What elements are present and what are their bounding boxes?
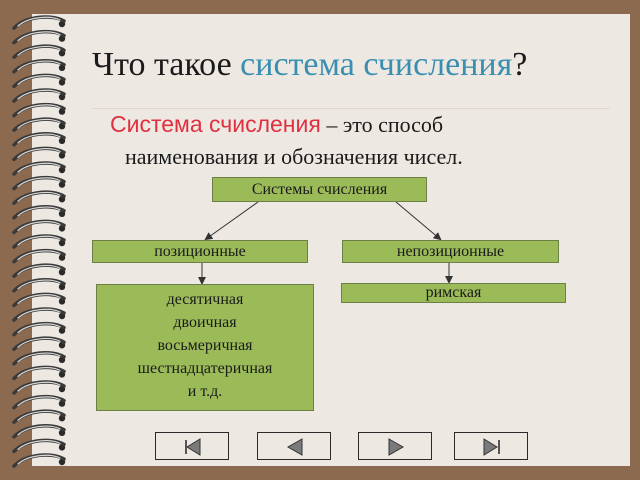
title-suffix: ? — [512, 46, 528, 83]
next-slide-button[interactable] — [358, 432, 432, 460]
notebook-spiral-binding — [12, 15, 66, 468]
positional-example-item: шестнадцатеричная — [137, 360, 273, 377]
nonpositional-example-item: римская — [425, 284, 482, 301]
spiral-ring-highlight — [17, 337, 61, 348]
positional-box: позиционные — [92, 240, 308, 263]
previous-slide-button[interactable] — [257, 432, 331, 460]
positional-example-item: десятичная — [166, 291, 244, 308]
spiral-ring-highlight — [17, 381, 61, 392]
spiral-ring-highlight — [17, 75, 61, 85]
first-slide-icon — [185, 438, 201, 456]
slide-title: Что такое система счисления? — [92, 46, 527, 84]
spiral-ring-highlight — [17, 440, 61, 450]
definition-rest-2: наименования и обозначения чисел. — [125, 144, 463, 169]
spiral-ring-highlight — [17, 221, 61, 231]
spiral-ring-highlight — [17, 308, 61, 319]
spiral-ring-highlight — [17, 264, 61, 275]
positional-examples-box: десятичная двоичная восьмеричная шестнадцат… — [96, 284, 314, 411]
last-slide-button[interactable] — [454, 432, 528, 460]
definition-term: Система счисления — [110, 111, 321, 137]
spiral-ring-highlight — [17, 323, 61, 334]
title-divider — [92, 108, 610, 109]
definition-rest-1: – это способ — [320, 112, 444, 137]
spiral-ring-highlight — [17, 177, 61, 188]
first-slide-button[interactable] — [155, 432, 229, 460]
spiral-ring-highlight — [17, 294, 61, 304]
spiral-ring-highlight — [17, 352, 61, 363]
next-slide-icon — [388, 438, 405, 456]
title-prefix: Что такое — [92, 46, 241, 83]
nonpositional-examples-box: римская — [341, 283, 566, 303]
spiral-ring-highlight — [17, 60, 61, 71]
definition-text: Система счисления – это способ наименова… — [110, 108, 600, 173]
spiral-ring-highlight — [17, 425, 61, 436]
last-slide-icon — [483, 438, 500, 456]
title-accent: система счисления — [240, 46, 513, 83]
nonpositional-box: непозиционные — [342, 240, 559, 263]
spiral-ring-highlight — [17, 89, 61, 100]
spiral-ring-highlight — [17, 454, 61, 465]
spiral-ring-highlight — [17, 162, 61, 173]
spiral-ring-highlight — [17, 206, 61, 217]
spiral-ring-highlight — [17, 396, 61, 407]
previous-slide-icon — [286, 438, 303, 456]
positional-example-item: двоичная — [173, 314, 237, 331]
spiral-ring-highlight — [17, 235, 61, 246]
diagram-root-box: Системы счисления — [212, 177, 427, 202]
positional-example-item: восьмеричная — [157, 337, 253, 354]
spiral-ring-highlight — [17, 148, 61, 158]
spiral-ring-highlight — [17, 410, 61, 421]
spiral-ring-highlight — [17, 118, 61, 129]
spiral-ring-highlight — [17, 279, 61, 290]
spiral-ring-highlight — [17, 45, 61, 56]
spiral-ring-highlight — [17, 104, 61, 115]
spiral-ring-highlight — [17, 16, 61, 27]
positional-example-item: и т.д. — [187, 383, 223, 400]
spiral-ring-highlight — [17, 367, 61, 377]
spiral-ring-highlight — [17, 133, 61, 144]
spiral-ring-highlight — [17, 191, 61, 202]
spiral-ring-highlight — [17, 31, 61, 42]
spiral-ring-highlight — [17, 250, 61, 261]
